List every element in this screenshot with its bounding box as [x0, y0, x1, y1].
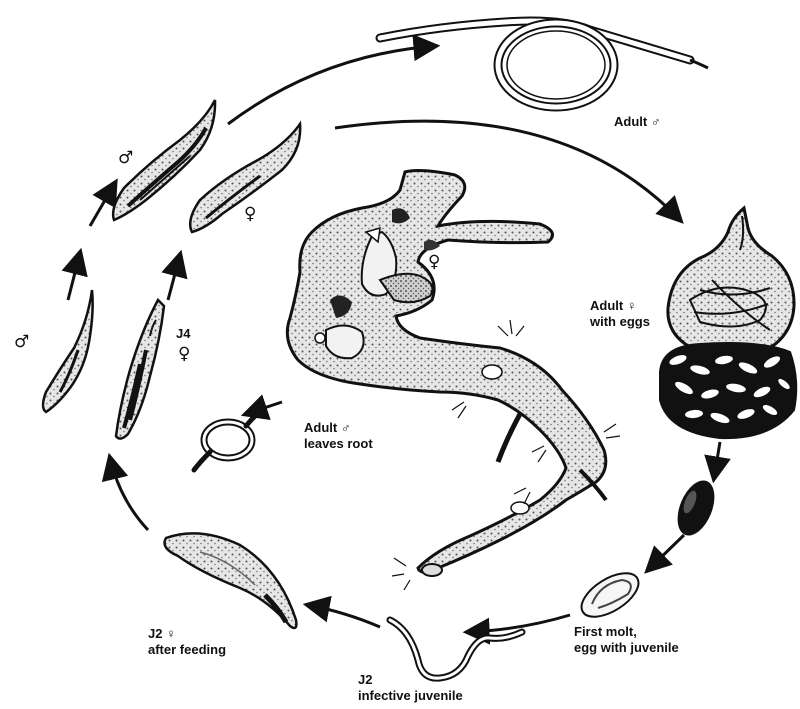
label-first-molt-line2: egg with juvenile — [574, 640, 679, 655]
arrow-j2-to-fed — [308, 605, 380, 627]
label-j2-infective-line2: infective juvenile — [358, 688, 463, 703]
label-j2-fed-line1: J2 ♀ — [148, 626, 176, 641]
label-j2-fed-line2: after feeding — [148, 642, 226, 657]
j4-female-larva — [116, 300, 164, 439]
female-symbol-upper: ♀ — [244, 206, 256, 223]
arrow-up-left-2 — [90, 183, 115, 226]
label-j2-infective-line1: J2 — [358, 672, 372, 687]
egg-with-juvenile — [574, 564, 645, 625]
adult-male-leaving-root — [194, 410, 262, 470]
female-symbol-j4: ♀ — [178, 346, 190, 363]
root — [287, 171, 620, 590]
label-adult-female-line2: with eggs — [590, 314, 650, 329]
label-first-molt-line1: First molt, — [574, 624, 637, 639]
arrow-up-left-1 — [68, 253, 80, 300]
label-adult-male: Adult ♂ — [614, 114, 661, 129]
male-symbol-left: ♂ — [14, 334, 29, 351]
label-adult-female-line1: Adult ♀ — [590, 298, 637, 313]
arrow-to-adult-male — [228, 46, 435, 124]
label-adult-male-leaves-line1: Adult ♂ — [304, 420, 351, 435]
arrow-egg-to-molt — [648, 535, 684, 570]
male-symbol-upper: ♂ — [118, 150, 133, 167]
arrow-fed-to-male-larva — [110, 458, 148, 530]
adult-male-worm — [380, 21, 708, 107]
arrow-female-to-egg — [714, 442, 720, 478]
female-symbol-root: ♀ — [428, 254, 440, 271]
arrow-male-leaves-root — [246, 402, 282, 414]
male-larva-left — [43, 290, 93, 412]
label-adult-male-leaves-line2: leaves root — [304, 436, 373, 451]
label-j4: J4 — [176, 326, 190, 341]
adult-female-with-eggs — [660, 208, 796, 438]
arrow-molt-to-j2 — [468, 615, 570, 632]
j2-fed-worm — [165, 533, 297, 628]
arrow-j4-to-female — [168, 255, 180, 300]
egg — [670, 475, 721, 541]
